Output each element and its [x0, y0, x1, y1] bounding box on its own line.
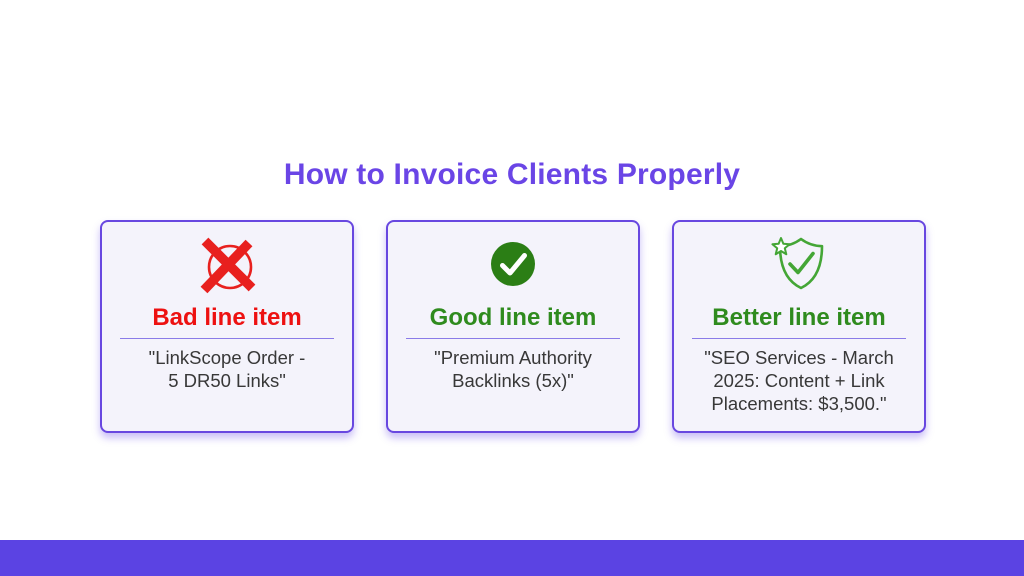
card-heading: Good line item	[429, 304, 597, 331]
card-good-line-item: Good line item "Premium Authority Backli…	[386, 220, 640, 433]
crossed-circle-icon	[102, 231, 352, 297]
card-body-text: "Premium Authority Backlinks (5x)"	[434, 347, 592, 391]
card-body-text: "LinkScope Order - 5 DR50 Links"	[148, 347, 306, 391]
card-body-text: "SEO Services - March 2025: Content + Li…	[704, 347, 894, 414]
heading-divider	[406, 338, 620, 339]
check-circle-icon	[388, 231, 638, 297]
cards-row: Bad line item "LinkScope Order - 5 DR50 …	[100, 220, 926, 433]
heading-divider	[692, 338, 906, 339]
page-title: How to Invoice Clients Properly	[283, 158, 741, 192]
shield-check-star-icon	[674, 231, 924, 297]
card-heading: Bad line item	[152, 304, 302, 331]
footer-accent-bar	[0, 540, 1024, 576]
card-bad-line-item: Bad line item "LinkScope Order - 5 DR50 …	[100, 220, 354, 433]
card-heading: Better line item	[712, 304, 886, 331]
card-better-line-item: Better line item "SEO Services - March 2…	[672, 220, 926, 433]
heading-divider	[120, 338, 334, 339]
